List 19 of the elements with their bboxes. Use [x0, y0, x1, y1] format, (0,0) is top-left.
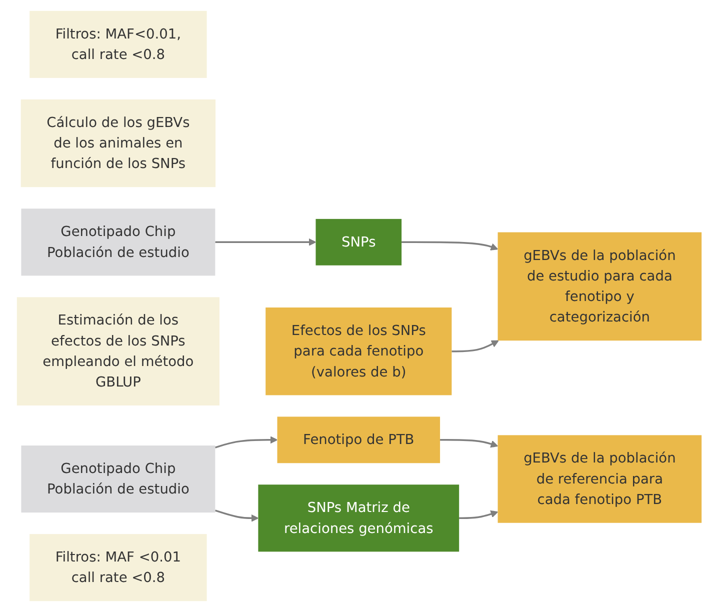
- node-box: Genotipado Chip Población de estudio: [21, 446, 216, 513]
- arrow: [452, 340, 500, 352]
- node-box: SNPs: [316, 218, 402, 266]
- node-box: Cálculo de los gEBVs de los animales en función de los SNPs: [21, 99, 216, 188]
- arrow: [215, 238, 316, 246]
- node-box: Filtros: MAF <0.01 call rate <0.8: [30, 534, 208, 602]
- node-box: Filtros: MAF<0.01, call rate <0.8: [30, 10, 208, 78]
- arrow: [215, 436, 278, 448]
- arrow: [402, 241, 498, 250]
- arrow: [440, 439, 498, 448]
- node-box: Genotipado Chip Población de estudio: [21, 208, 216, 276]
- node-box: SNPs Matriz de relaciones genómicas: [258, 484, 460, 552]
- node-box: Efectos de los SNPs para cada fenotipo (valores de b): [266, 308, 452, 396]
- arrow: [215, 510, 259, 522]
- node-box: gEBVs de la población de estudio para cada fenotipo y categorización: [498, 232, 702, 341]
- arrow: [459, 510, 498, 519]
- node-box: Estimación de los efectos de los SNPs empleando el método GBLUP: [17, 297, 220, 406]
- node-box: gEBVs de la población de referencia para cada fenotipo PTB: [498, 435, 702, 523]
- node-box: Fenotipo de PTB: [278, 416, 440, 464]
